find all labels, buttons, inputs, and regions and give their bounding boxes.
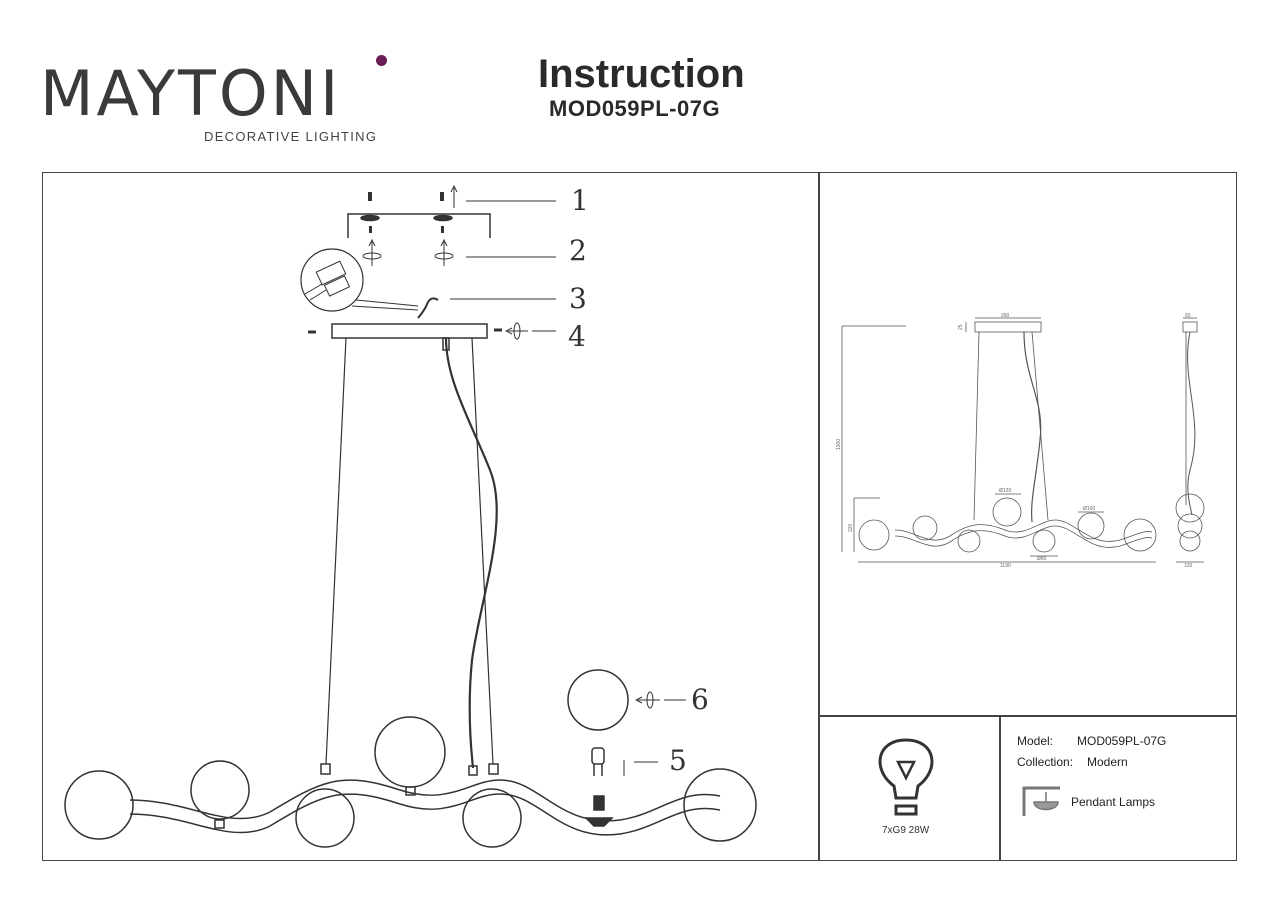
page-title: Instruction bbox=[538, 52, 745, 96]
brand-logo: MAYTONI DECORATIVE LIGHTING bbox=[40, 55, 390, 150]
dim-canopy-height: 25 bbox=[958, 324, 964, 330]
globe bbox=[295, 788, 355, 848]
instruction-frame bbox=[42, 172, 1237, 861]
bulb-icon bbox=[878, 738, 934, 816]
step-5: 5 bbox=[669, 744, 687, 777]
bulb-spec: 7xG9 28W bbox=[882, 825, 930, 836]
dim-globe-medium: Ø100 bbox=[1083, 506, 1095, 512]
lamp-type: Pendant Lamps bbox=[1071, 795, 1156, 809]
dimension-drawing bbox=[841, 317, 1205, 563]
collection-value: Modern bbox=[1087, 755, 1128, 769]
dim-side-depth: 60 bbox=[1185, 313, 1191, 319]
bulb-socket bbox=[584, 817, 614, 827]
step-4: 4 bbox=[568, 320, 586, 353]
globe bbox=[190, 760, 250, 820]
mounting-bracket bbox=[347, 213, 491, 238]
dim-lamp-height: 220 bbox=[848, 523, 854, 532]
collection-label: Collection: bbox=[1017, 755, 1074, 769]
step-2: 2 bbox=[569, 234, 587, 267]
globe bbox=[374, 716, 446, 788]
dim-length: 1190 bbox=[1000, 563, 1011, 569]
model-heading: MOD059PL-07G bbox=[549, 96, 721, 121]
model-value: MOD059PL-07G bbox=[1077, 734, 1167, 748]
step-3: 3 bbox=[569, 282, 587, 315]
divider-vertical bbox=[818, 172, 820, 861]
brand-name: MAYTONI bbox=[40, 57, 342, 130]
rotate-icon bbox=[362, 238, 454, 266]
globe-left bbox=[64, 770, 134, 840]
dim-canopy-width: 260 bbox=[1001, 313, 1010, 319]
globe-step-6 bbox=[567, 669, 629, 731]
dim-globe-small: Ø80 bbox=[1037, 556, 1047, 562]
dim-side-width: 120 bbox=[1184, 563, 1193, 569]
step-6: 6 bbox=[691, 683, 709, 716]
canopy bbox=[331, 323, 488, 339]
dim-globe-large: Ø120 bbox=[999, 488, 1011, 494]
divider-horizontal bbox=[818, 715, 1237, 717]
brand-dot bbox=[376, 55, 387, 66]
globe-right bbox=[683, 768, 757, 842]
model-label: Model: bbox=[1017, 734, 1054, 748]
globe bbox=[462, 788, 522, 848]
divider-spec bbox=[999, 715, 1001, 861]
screw-icon bbox=[368, 192, 444, 233]
step-1: 1 bbox=[571, 184, 589, 217]
g9-bulb-icon bbox=[591, 747, 605, 765]
pendant-lamp-icon bbox=[1022, 786, 1060, 816]
brand-tagline: DECORATIVE LIGHTING bbox=[204, 129, 378, 144]
dim-total-height: 1300 bbox=[836, 439, 842, 450]
connector-detail bbox=[300, 248, 364, 312]
